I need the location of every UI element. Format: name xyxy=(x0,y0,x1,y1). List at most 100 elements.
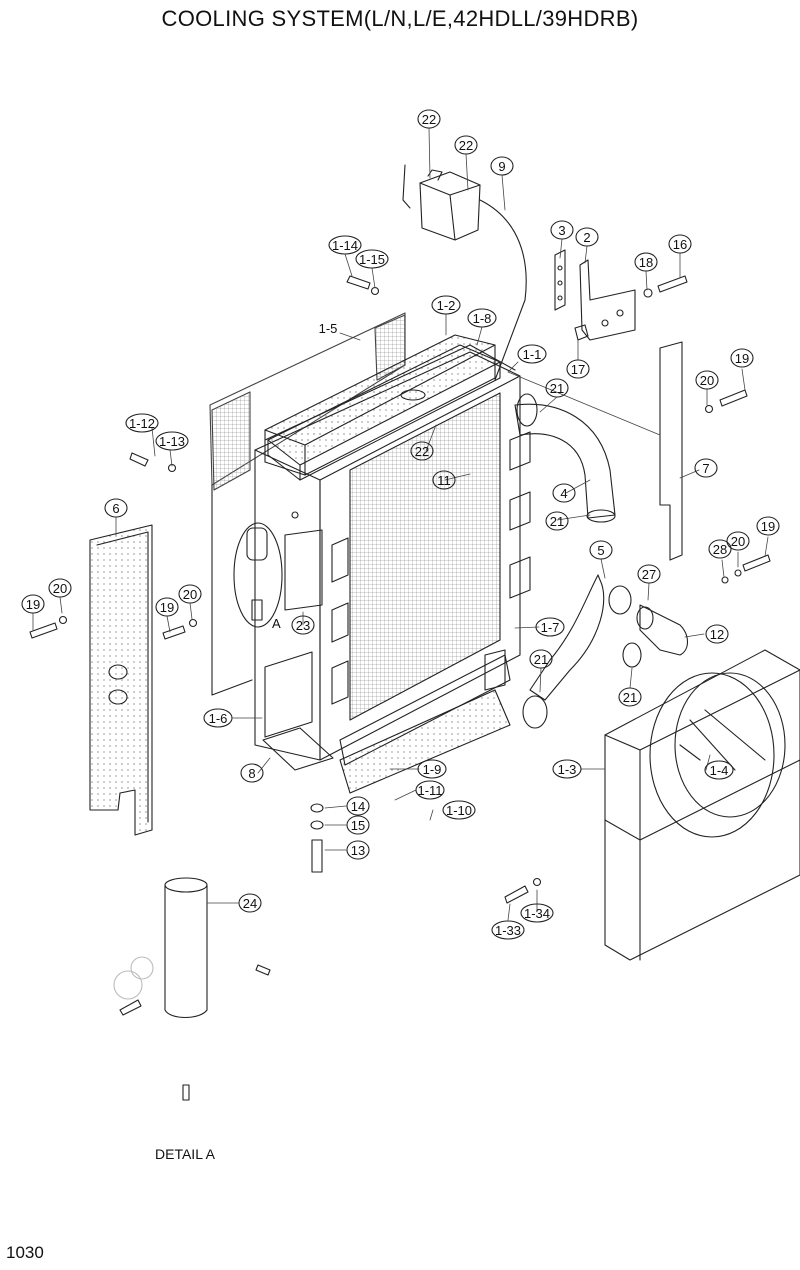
callout-label: 20 xyxy=(731,534,745,549)
callout: 21 xyxy=(545,378,569,398)
callout-label: 9 xyxy=(498,159,505,174)
callout-label: 21 xyxy=(550,381,564,396)
callout: 1-7 xyxy=(535,617,565,637)
bolts-shroud xyxy=(504,389,771,904)
callout-label: 2 xyxy=(583,230,590,245)
callout-label: 1-13 xyxy=(159,434,185,449)
callout: 1-15 xyxy=(355,249,389,269)
callout-label: 8 xyxy=(248,766,255,781)
callout-label: 21 xyxy=(623,690,637,705)
callout: 9 xyxy=(490,156,514,176)
callout: 15 xyxy=(346,815,370,835)
callout: 21 xyxy=(545,511,569,531)
callout: 1-10 xyxy=(442,800,476,820)
callout-label: 28 xyxy=(713,542,727,557)
callout: 1-2 xyxy=(431,295,461,315)
brackets-2-3 xyxy=(554,249,636,341)
callout-label: 1-9 xyxy=(423,762,442,777)
callout-label: 20 xyxy=(53,581,67,596)
callout-label: 1-6 xyxy=(209,711,228,726)
callout-label: 27 xyxy=(642,567,656,582)
callout-label: 1-8 xyxy=(473,311,492,326)
callout: 17 xyxy=(566,359,590,379)
callout: 19 xyxy=(730,348,754,368)
callout: 22 xyxy=(410,441,434,461)
detail-a-filter xyxy=(233,511,323,628)
callout-label: 6 xyxy=(112,501,119,516)
callout: 1-6 xyxy=(203,708,233,728)
callout: 13 xyxy=(346,840,370,860)
callout-label: 1-12 xyxy=(129,416,155,431)
callout: 19 xyxy=(155,597,179,617)
callout: 16 xyxy=(668,234,692,254)
radiator-hoses xyxy=(514,393,689,729)
callout-label: 15 xyxy=(351,818,365,833)
callout: 1-12 xyxy=(125,413,159,433)
callout-label: 4 xyxy=(560,486,567,501)
callout-label: 16 xyxy=(673,237,687,252)
expansion-tank xyxy=(402,164,527,381)
diagram-title: COOLING SYSTEM(L/N,L/E,42HDLL/39HDRB) xyxy=(161,6,639,31)
callout-label: 1-10 xyxy=(446,803,472,818)
callout: 20 xyxy=(48,578,72,598)
callout: 1-3 xyxy=(552,759,582,779)
callout-label: 1-34 xyxy=(524,906,550,921)
callout-label: 1-3 xyxy=(558,762,577,777)
callout-label: 14 xyxy=(351,799,365,814)
callout: 18 xyxy=(634,252,658,272)
callout-label: 1-15 xyxy=(359,252,385,267)
callout-label: 1-5 xyxy=(319,321,338,336)
callout: 4 xyxy=(552,483,576,503)
callout-label: 19 xyxy=(26,597,40,612)
fan-shroud xyxy=(604,649,800,961)
callout: 21 xyxy=(618,687,642,707)
fan-guard-mesh xyxy=(209,312,406,696)
callout: 20 xyxy=(695,370,719,390)
bottom-mounts xyxy=(262,651,511,873)
callout-label: 20 xyxy=(700,373,714,388)
callout: 11 xyxy=(432,470,456,490)
callout-label: 22 xyxy=(459,138,473,153)
radiator-core xyxy=(254,344,531,766)
callout-label: 3 xyxy=(558,223,565,238)
callout-label: 1-7 xyxy=(541,620,560,635)
callout: 23 xyxy=(291,615,315,635)
callout-label: 5 xyxy=(597,543,604,558)
callout-layer: 22 22 9 3 2 16 18 1-14 1-15 1-2 1-8 1-5 … xyxy=(21,109,780,940)
callout-label: 13 xyxy=(351,843,365,858)
callout: 22 xyxy=(454,135,478,155)
page-number: 1030 xyxy=(6,1243,44,1262)
callout-label: 1-2 xyxy=(437,298,456,313)
callout: 1-34 xyxy=(520,903,554,923)
bolt-16-washer-18 xyxy=(346,275,688,298)
callout-label: 12 xyxy=(710,627,724,642)
callout: 19 xyxy=(756,516,780,536)
callout: 28 xyxy=(708,539,732,559)
callout-label: 1-14 xyxy=(332,238,358,253)
callout-label: 23 xyxy=(296,618,310,633)
callout-label: 22 xyxy=(422,112,436,127)
callout: 1-11 xyxy=(415,780,445,800)
callout-label: 21 xyxy=(534,652,548,667)
leader-lines xyxy=(32,127,769,921)
callout: 8 xyxy=(240,763,264,783)
callout: 3 xyxy=(550,220,574,240)
callout-label: 1-33 xyxy=(495,923,521,938)
top-shroud xyxy=(264,334,496,476)
callout-label: 22 xyxy=(415,444,429,459)
callout-label: 11 xyxy=(437,473,451,488)
callout: 1-14 xyxy=(328,235,362,255)
callout: 21 xyxy=(529,649,553,669)
callout: 27 xyxy=(637,564,661,584)
callout-label: 18 xyxy=(639,255,653,270)
callout: 7 xyxy=(694,458,718,478)
callout-label: 19 xyxy=(160,600,174,615)
callout: 5 xyxy=(589,540,613,560)
callout: 24 xyxy=(238,893,262,913)
callout-label: 19 xyxy=(761,519,775,534)
callout-label: 19 xyxy=(735,351,749,366)
callout-label: 21 xyxy=(550,514,564,529)
callout-label: 24 xyxy=(243,896,257,911)
callout: 1-4 xyxy=(704,760,734,780)
